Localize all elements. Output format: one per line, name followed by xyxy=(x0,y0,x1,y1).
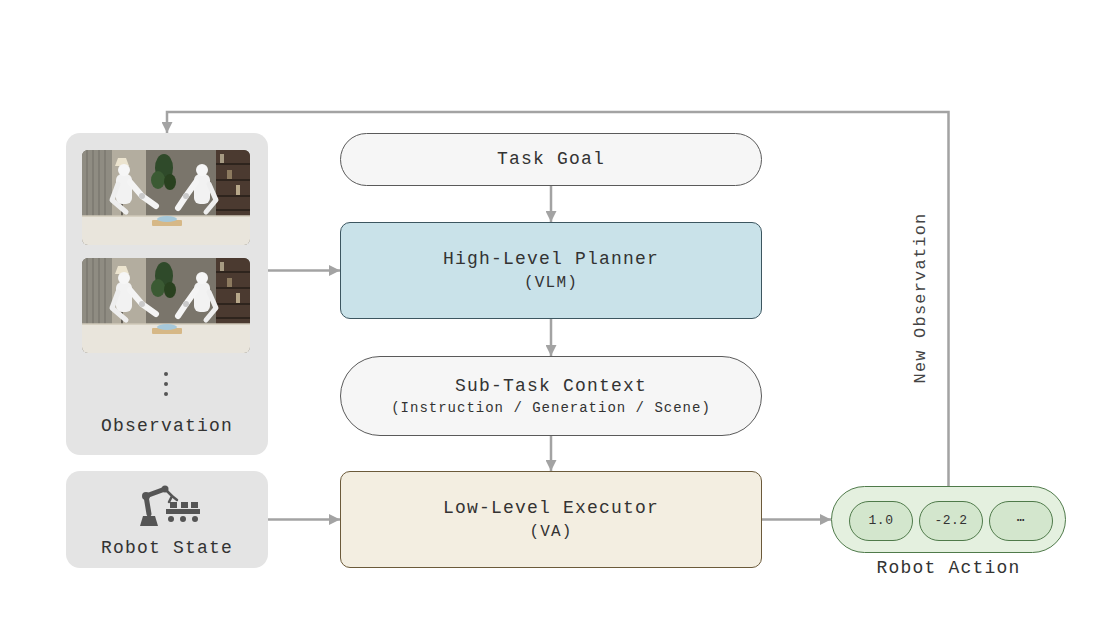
flow-arrow xyxy=(268,518,340,521)
flow-arrow xyxy=(550,319,553,356)
illustration-part xyxy=(146,489,165,514)
illustration-part xyxy=(164,382,168,386)
goal-pill: Task Goal xyxy=(340,133,762,186)
node-title: -2.2 xyxy=(934,513,967,529)
node-title: ⋯ xyxy=(1017,513,1025,529)
node-subtitle: (Instruction / Generation / Scene) xyxy=(391,400,711,418)
illustration-part xyxy=(162,486,169,493)
node-subtitle: (VA) xyxy=(529,522,572,542)
illustration-part xyxy=(140,516,158,526)
flow-arrow xyxy=(167,112,949,486)
illustration-part xyxy=(181,502,188,508)
flow-arrow xyxy=(268,269,340,272)
observation-image xyxy=(82,258,250,353)
illustration-part xyxy=(168,516,174,522)
illustration-part xyxy=(191,502,198,508)
state-panel: Robot State xyxy=(66,471,268,568)
planner-box: High-Level Planner(VLM) xyxy=(340,222,762,319)
action-value: ⋯ xyxy=(989,501,1053,541)
flow-arrow xyxy=(762,518,831,521)
action-value: -2.2 xyxy=(919,501,983,541)
illustration-part xyxy=(166,509,200,514)
illustration-part xyxy=(164,392,168,396)
node-subtitle: (VLM) xyxy=(524,273,578,293)
flow-arrow xyxy=(550,186,553,222)
node-title: High-Level Planner xyxy=(443,248,659,271)
node-title: Task Goal xyxy=(497,148,605,171)
node-title: 1.0 xyxy=(869,513,894,529)
node-title: Robot Action xyxy=(832,557,1065,580)
node-title: Sub-Task Context xyxy=(455,375,647,398)
robot-icon xyxy=(140,486,200,527)
node-title: Observation xyxy=(101,415,233,438)
illustration-part xyxy=(164,372,168,376)
illustration-part xyxy=(180,516,186,522)
executor-box: Low-Level Executor(VA) xyxy=(340,471,762,568)
illustration-part xyxy=(170,502,177,508)
illustration-part xyxy=(142,492,150,500)
context-pill: Sub-Task Context (Instruction / Generatio… xyxy=(340,356,762,436)
action-pill: Robot Action1.0-2.2⋯ xyxy=(831,486,1066,553)
observation-panel: Observation xyxy=(66,133,268,455)
action-value: 1.0 xyxy=(849,501,913,541)
node-title: Robot State xyxy=(101,537,233,560)
observation-image xyxy=(82,150,250,245)
illustration-part xyxy=(165,489,177,502)
flow-arrow xyxy=(550,436,553,471)
illustration-part xyxy=(192,516,198,522)
ellipsis-dots xyxy=(164,372,168,396)
edge-label: New Observation xyxy=(911,212,930,383)
node-title: Low-Level Executor xyxy=(443,497,659,520)
